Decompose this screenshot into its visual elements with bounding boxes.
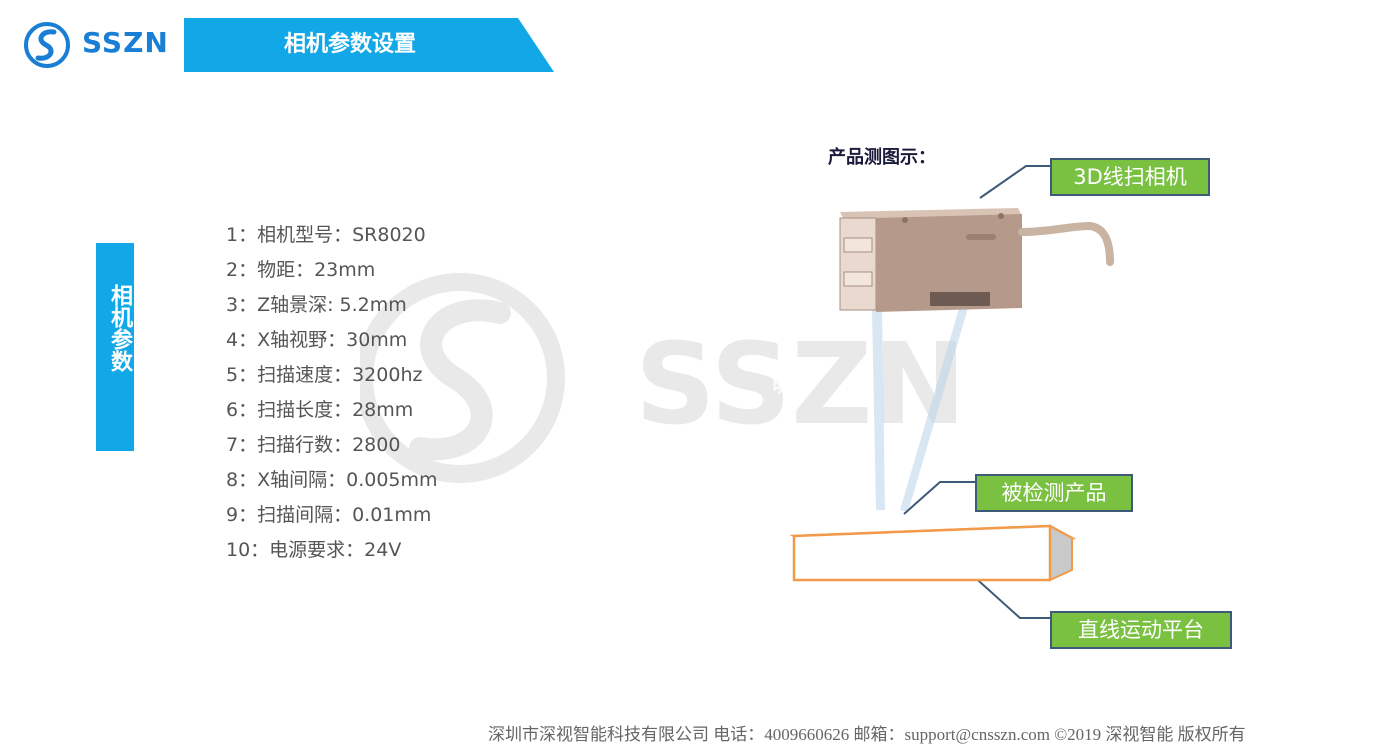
product-leader-line (903, 481, 975, 515)
stage-label: 直线运动平台 (1050, 611, 1232, 649)
param-item: 9：扫描间隔：0.01mm (226, 504, 432, 526)
param-item: 2：物距：23mm (226, 259, 376, 281)
param-item: 8：X轴间隔：0.005mm (226, 469, 438, 491)
param-item: 1：相机型号：SR8020 (226, 224, 426, 246)
footer-copyright: 深圳市深视智能科技有限公司 电话：4009660626 邮箱：support@c… (488, 725, 1246, 744)
camera-device-icon (839, 208, 1114, 312)
param-item: 5：扫描速度：3200hz (226, 364, 423, 386)
watermark-text: SSZN (635, 320, 966, 450)
side-tab-label: 相机参数 (107, 284, 132, 372)
brand-logo-text: SSZN (82, 26, 169, 59)
watermark-small-text: 说明 (770, 357, 791, 395)
diagram-title: 产品测图示： (828, 147, 936, 168)
stage-leader-line (959, 563, 1050, 619)
param-item: 6：扫描长度：28mm (226, 399, 414, 421)
camera-label: 3D线扫相机 (1050, 158, 1210, 196)
side-tab (96, 243, 134, 451)
camera-leader-line (979, 165, 1050, 199)
camera-param-list: 1：相机型号：SR8020 2：物距：23mm 3：Z轴景深: 5.2mm 4：… (226, 221, 438, 571)
product-label: 被检测产品 (975, 474, 1133, 512)
param-item: 4：X轴视野：30mm (226, 329, 408, 351)
linear-stage-block (789, 524, 1077, 582)
param-item: 3：Z轴景深: 5.2mm (226, 294, 407, 316)
sszn-logo-icon (24, 22, 70, 68)
param-item: 7：扫描行数：2800 (226, 434, 401, 456)
title-banner (184, 18, 554, 72)
param-item: 10：电源要求：24V (226, 539, 402, 561)
laser-beams (872, 305, 968, 512)
page-title: 相机参数设置 (283, 32, 416, 57)
product-measurement-diagram (789, 165, 1114, 619)
watermark-logo: SSZN 说明 (360, 273, 966, 483)
